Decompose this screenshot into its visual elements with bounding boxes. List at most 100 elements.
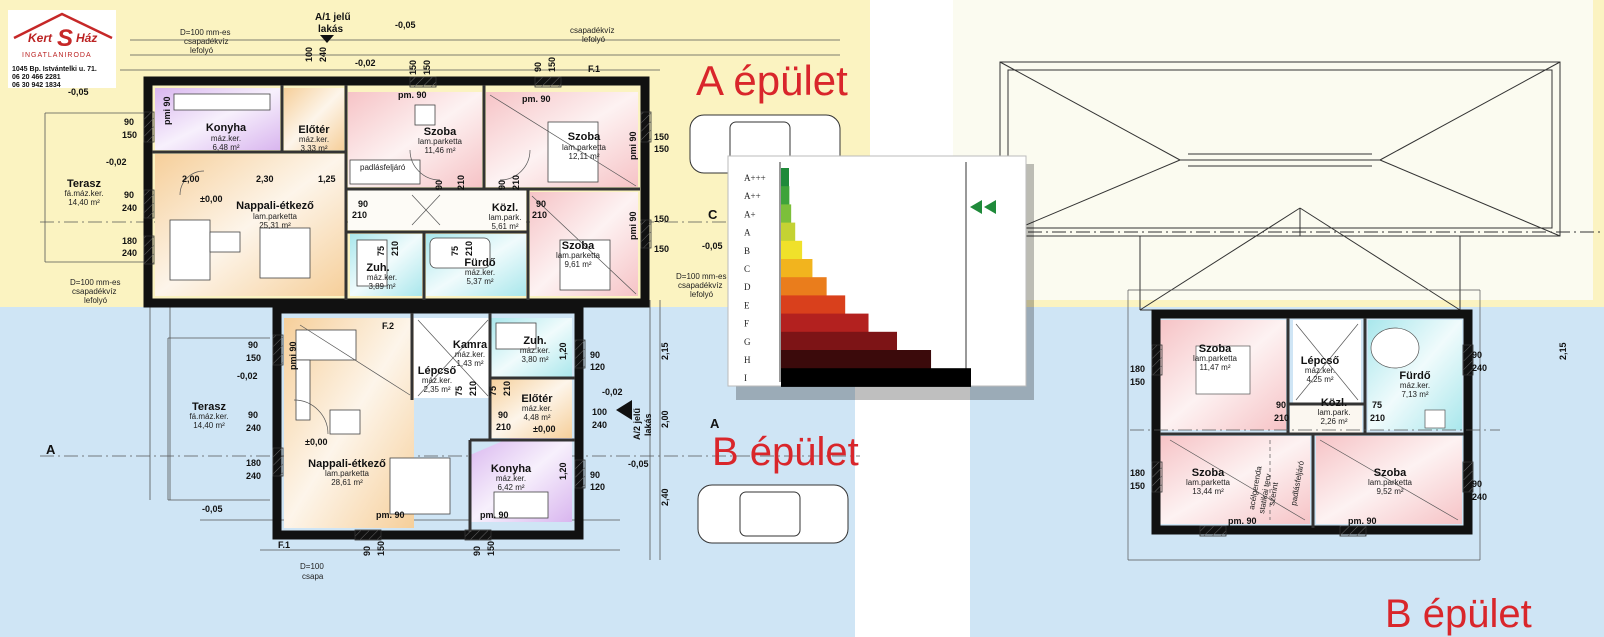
room-area: 2,35 m² (423, 385, 450, 394)
dim-label: 75 (376, 246, 386, 256)
room-name: Nappali-étkező (308, 458, 386, 470)
dim-label: 1,20 (558, 342, 568, 360)
beam-note: szerint (1267, 481, 1280, 507)
level-label: -0,05 (395, 20, 416, 30)
room-name: Terasz (67, 178, 102, 190)
room-area: 13,44 m² (1192, 487, 1224, 496)
energy-class-label: A++ (744, 191, 761, 201)
dim-label: 150 (654, 144, 669, 154)
room-name: Zuh. (523, 335, 546, 347)
room-area: 11,47 m² (1200, 363, 1231, 372)
room-area: 4,25 m² (1306, 375, 1333, 384)
dim-label: 2,00 (660, 410, 670, 428)
room-area: 6,48 m² (212, 143, 239, 152)
room-area: 3,33 m² (300, 144, 327, 153)
room-floor: lam.park. (489, 213, 522, 222)
dim-label: 150 (246, 353, 261, 363)
pipe-note: csapadékvíz (72, 287, 116, 296)
room-area: 9,61 m² (564, 260, 591, 269)
dim-label: 240 (122, 248, 137, 258)
room-floor: fá.máz.ker. (189, 412, 228, 421)
room-name: Fürdő (464, 257, 495, 269)
dim-label: 75 (454, 386, 464, 396)
pipe-note: D=100 (300, 562, 324, 571)
room-name: Lépcső (418, 365, 457, 377)
room-name: Szoba (568, 131, 601, 143)
room-floor: máz.ker. (465, 268, 495, 277)
flat-a2-label: A/2 jelű (632, 408, 642, 440)
attic-access-label: padlásfeljáró (360, 163, 406, 172)
building-b-title: B épület (712, 430, 859, 474)
dim-label: 180 (1130, 364, 1145, 374)
room-name: Kamra (453, 339, 488, 351)
dim-label: 150 (422, 60, 432, 75)
room-floor: lam.parketta (418, 137, 463, 146)
section-c-label: C (708, 207, 718, 222)
energy-bar (781, 313, 869, 333)
room-name: Nappali-étkező (236, 200, 314, 212)
dim-label: 150 (122, 130, 137, 140)
energy-class-label: B (744, 246, 750, 256)
flat-a1-label-2: lakás (318, 24, 343, 35)
energy-bar (781, 168, 789, 187)
ground-plan-dimensions: A/1 jelű lakás -0,05 -0,02 -0,05 -0,02 ±… (68, 12, 723, 520)
dim-label: 150 (654, 132, 669, 142)
room-floor: máz.ker. (522, 404, 552, 413)
logo-address: 1045 Bp. Istvántelki u. 71. (12, 66, 97, 73)
energy-bar (781, 350, 932, 369)
room-floor: máz.ker. (455, 350, 485, 359)
room-floor: máz.ker. (299, 135, 329, 144)
energy-class-label: E (744, 300, 750, 310)
room-floor: máz.ker. (496, 474, 526, 483)
level-label: ±0,00 (200, 194, 222, 204)
room-name: Zuh. (366, 262, 389, 274)
arrow-down-icon (320, 35, 334, 43)
energy-class-label: F (744, 319, 749, 329)
dim-label: 90 (248, 340, 258, 350)
dim-label: 90 (497, 180, 507, 190)
room-floor: máz.ker. (211, 134, 241, 143)
energy-class-label: A+ (744, 209, 756, 219)
room-area: 5,37 m² (466, 277, 493, 286)
dim-label: 90 (1472, 479, 1482, 489)
level-label: -0,02 (237, 371, 258, 381)
room-area: 5,61 m² (491, 222, 518, 231)
room-area: 4,48 m² (523, 413, 550, 422)
dim-label: pmi 90 (628, 211, 638, 240)
dim-label: 210 (496, 422, 511, 432)
level-label: -0,05 (702, 241, 723, 251)
dim-label: 150 (1130, 481, 1145, 491)
dim-label: 75 (488, 386, 498, 396)
ground-floor-plan (40, 39, 860, 560)
room-area: 6,42 m² (497, 483, 524, 492)
logo-brand-right: Ház (76, 31, 97, 45)
room-floor: máz.ker. (1305, 366, 1335, 375)
room-area: 3,80 m² (521, 355, 548, 364)
dim-label: 2,40 (660, 488, 670, 506)
dim-label: 90 (536, 199, 546, 209)
dim-label: 90 (434, 180, 444, 190)
dim-label: pmi 90 (162, 96, 172, 125)
room-floor: máz.ker. (1400, 381, 1430, 390)
room-labels-ground-b: Kamra máz.ker. 1,43 m² Zuh. máz.ker. 3,8… (189, 335, 553, 492)
pipe-note: D=100 mm-es (70, 278, 120, 287)
level-label: ±0,00 (533, 424, 555, 434)
room-name: Közl. (492, 202, 518, 214)
dim-label: 90 (1472, 350, 1482, 360)
dim-label: 90 (472, 546, 482, 556)
dim-label: 180 (122, 236, 137, 246)
pipe-note: csapadékvíz (678, 281, 722, 290)
logo-phone-1: 06 20 466 2281 (12, 74, 61, 81)
dim-label: 90 (124, 190, 134, 200)
room-area: 3,89 m² (368, 282, 395, 291)
room-name: Előtér (521, 393, 553, 405)
logo-brand-left: Kert (28, 31, 53, 45)
dim-label: 90 (362, 546, 372, 556)
pipe-note: csapa (302, 572, 324, 581)
dim-label: pmi 90 (288, 341, 298, 370)
dim-label: 90 (124, 117, 134, 127)
dim-label: 150 (654, 214, 669, 224)
pipe-note: D=100 mm-es (180, 28, 230, 37)
dim-label: 90 (358, 199, 368, 209)
room-name: Szoba (424, 126, 457, 138)
